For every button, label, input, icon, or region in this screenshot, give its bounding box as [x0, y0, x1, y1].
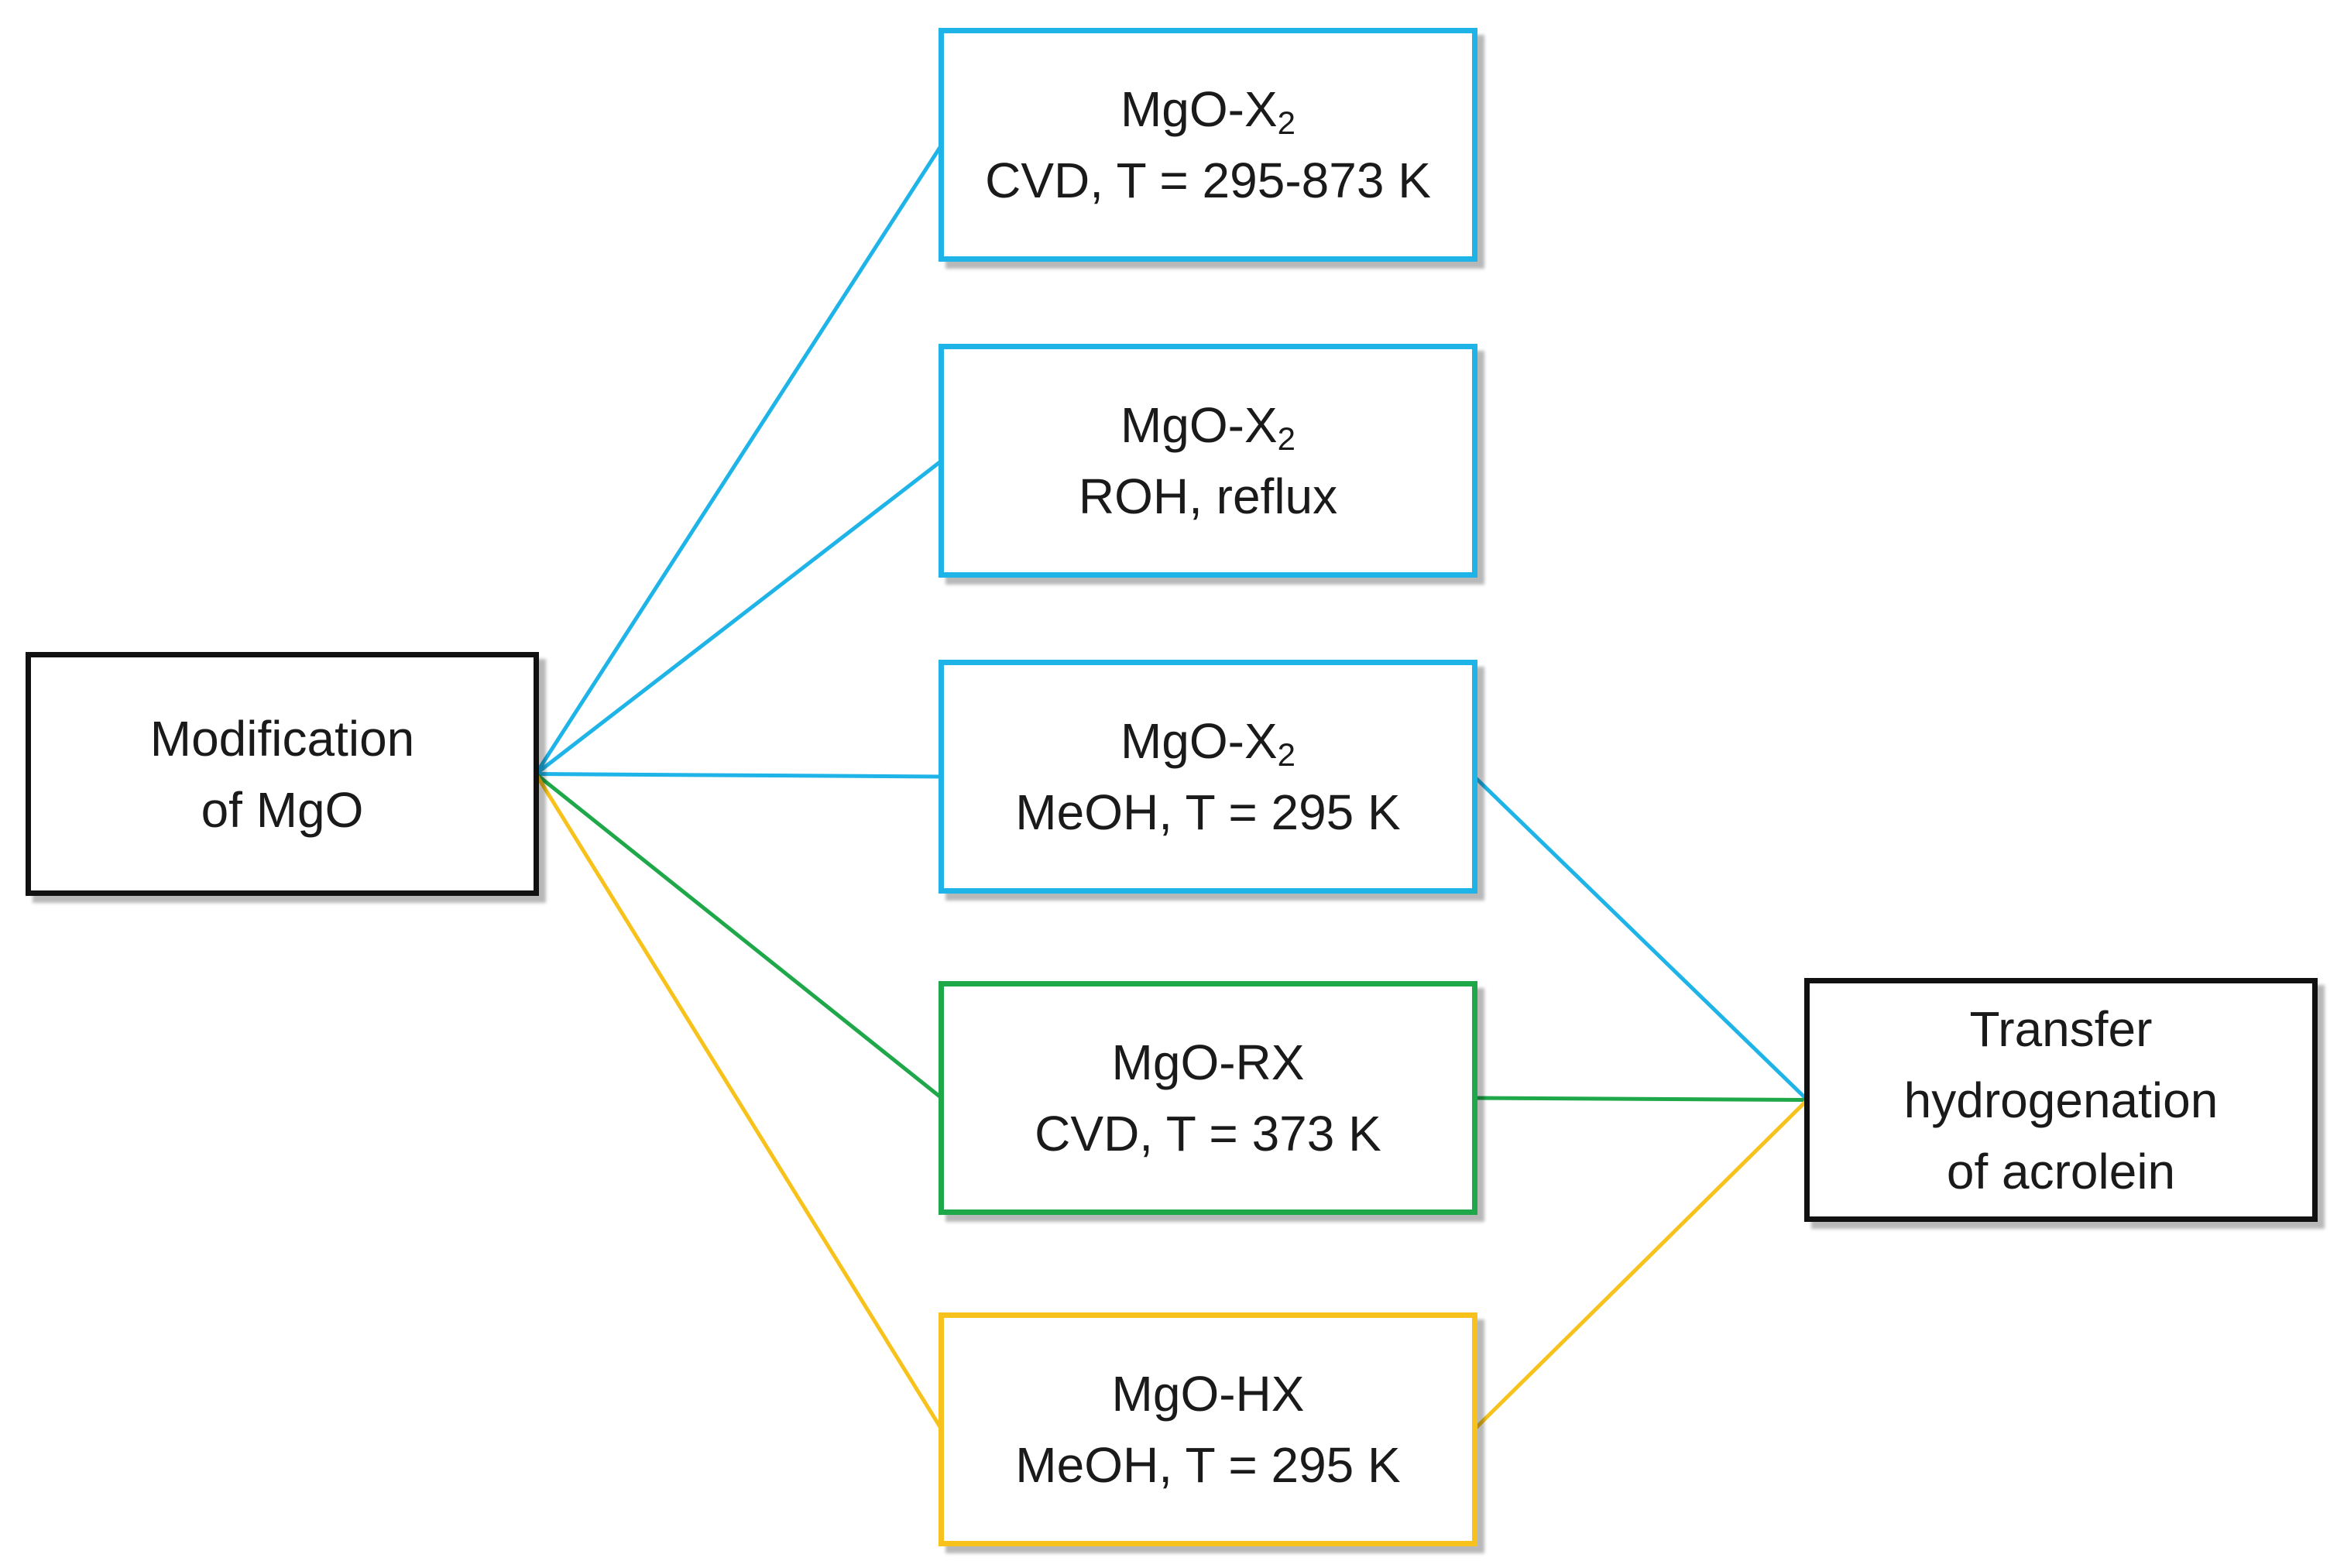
target-node-line-2: hydrogenation: [1903, 1072, 2219, 1128]
formula-subscript: 2: [1277, 105, 1296, 141]
step-condition: CVD, T = 295-873 K: [985, 153, 1431, 208]
formula-subscript: 2: [1277, 420, 1296, 457]
connector-source-to-cvd-rx: [534, 772, 943, 1100]
step-condition: CVD, T = 373 K: [1035, 1106, 1381, 1161]
source-node-line-1: Modification: [149, 710, 415, 767]
source-node-line-2: of MgO: [201, 781, 364, 838]
connector-source-to-meoh-hx: [534, 773, 944, 1431]
target-node-line-1: Transfer: [1969, 1000, 2153, 1057]
step-formula: MgO-X2: [1120, 713, 1296, 773]
step-formula: MgO-X2: [1120, 397, 1296, 457]
step-node-mgo-rx-cvd: MgO-RX CVD, T = 373 K: [939, 981, 1477, 1215]
target-node-transfer-hydrogenation: Transfer hydrogenation of acrolein: [1804, 978, 2318, 1222]
connector-meoh-x2-to-target: [1473, 775, 1809, 1102]
step-condition: ROH, reflux: [1078, 468, 1338, 524]
step-formula: MgO-RX: [1111, 1034, 1305, 1090]
step-node-mgo-x2-roh: MgO-X2 ROH, reflux: [939, 344, 1477, 578]
connector-source-to-meoh-x2: [535, 772, 942, 779]
source-node-modification-of-mgo: Modification of MgO: [26, 652, 539, 896]
step-formula: MgO-X2: [1120, 81, 1296, 141]
connector-source-to-cvd-x2: [534, 143, 944, 775]
connector-meoh-hx-to-target: [1473, 1098, 1809, 1431]
connector-source-to-roh-x2: [534, 459, 943, 776]
step-formula: MgO-HX: [1111, 1366, 1305, 1422]
formula-subscript: 2: [1277, 736, 1296, 773]
target-node-line-3: of acrolein: [1946, 1143, 2176, 1199]
step-node-mgo-x2-cvd: MgO-X2 CVD, T = 295-873 K: [939, 28, 1477, 262]
step-condition: MeOH, T = 295 K: [1015, 784, 1401, 840]
step-node-mgo-hx-meoh: MgO-HX MeOH, T = 295 K: [939, 1312, 1477, 1546]
step-node-mgo-x2-meoh: MgO-X2 MeOH, T = 295 K: [939, 660, 1477, 894]
connector-cvd-rx-to-target: [1474, 1096, 1808, 1102]
step-condition: MeOH, T = 295 K: [1015, 1437, 1401, 1493]
